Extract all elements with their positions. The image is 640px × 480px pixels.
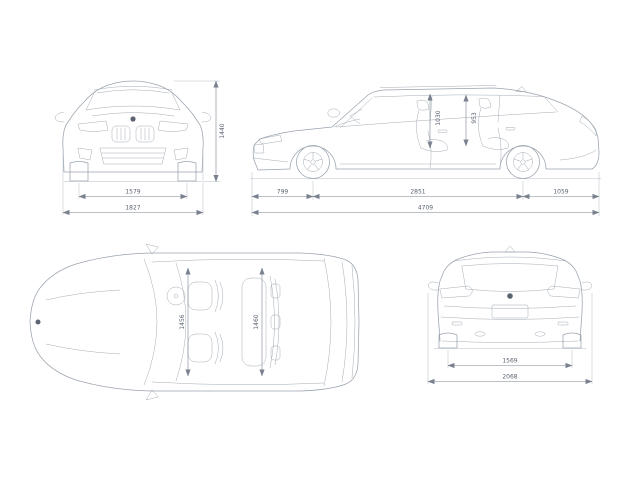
dim-wheelbase-label: 2851 — [410, 189, 425, 196]
rear-roundel-badge — [507, 293, 513, 299]
rear-taillight-right — [547, 285, 581, 299]
rear-antenna-fin — [504, 245, 516, 253]
front-dimensions: 1579 1827 1440 — [62, 80, 226, 216]
dim-overall-length-label: 4709 — [418, 205, 433, 212]
front-kidney-grille — [111, 125, 155, 143]
front-wheel-left — [69, 161, 89, 182]
rear-wheel-left — [438, 332, 458, 349]
dim-overall-width-label: 1827 — [125, 205, 140, 212]
rear-view: 1569 2068 — [427, 245, 593, 385]
rear-license-plate — [491, 304, 529, 319]
side-mirror — [327, 108, 341, 118]
rear-dimensions: 1569 2068 — [427, 293, 593, 385]
top-steering-wheel — [166, 286, 186, 306]
rear-bumper-top-line — [440, 316, 580, 320]
top-view: 1456 1460 — [29, 243, 360, 401]
dim-rear-interior-width-label: 1460 — [253, 314, 260, 329]
dim-rear-overhang-label: 1059 — [553, 189, 568, 196]
dim-width-incl-mirrors-label: 2068 — [502, 374, 517, 381]
dim-overall-height-label: 1440 — [219, 123, 226, 138]
dim-front-headroom-label: 1030 — [435, 110, 442, 125]
side-door-lines — [339, 127, 516, 169]
rear-wheel-right — [562, 332, 582, 349]
rear-tailgate-line — [443, 305, 577, 309]
front-view: 1579 1827 1440 — [54, 80, 226, 216]
front-mirror-left — [54, 111, 65, 123]
rear-reflector-left — [451, 321, 463, 326]
front-lower-intake — [77, 147, 189, 165]
dim-front-overhang-label: 799 — [277, 189, 289, 196]
front-body-outline — [62, 80, 204, 173]
top-body-outline — [29, 252, 360, 392]
side-dimensions: 1030 953 799 2851 1059 4709 — [251, 93, 600, 216]
dim-rear-track-label: 1569 — [502, 358, 517, 365]
front-hood-crease — [91, 112, 175, 117]
side-view: 1030 953 799 2851 1059 4709 — [250, 85, 601, 216]
rear-mirror-left — [427, 281, 439, 291]
side-antenna-fin — [515, 86, 527, 92]
rear-reflector-right — [557, 321, 569, 326]
front-roundel-badge — [130, 116, 136, 122]
rear-exhaust-left — [474, 331, 486, 337]
side-front-details — [252, 134, 289, 163]
top-mirror-right — [145, 389, 159, 401]
rear-taillight-left — [439, 285, 473, 299]
front-wheel-right — [177, 161, 197, 182]
dim-front-interior-width-label: 1456 — [179, 314, 186, 329]
front-headlight-left — [77, 120, 109, 132]
rear-roof-line — [453, 256, 567, 262]
top-hood-creases — [45, 289, 121, 355]
side-rear-details — [559, 115, 597, 161]
top-mirror-left — [145, 243, 159, 255]
dim-rear-headroom-label: 953 — [471, 112, 478, 124]
top-front-seats — [187, 279, 224, 365]
top-greenhouse — [143, 257, 356, 387]
rear-window — [461, 263, 559, 292]
side-wheel-rear — [506, 145, 540, 179]
front-mirror-right — [201, 111, 212, 123]
dim-track-width-label: 1579 — [125, 189, 140, 196]
top-roundel-badge — [35, 319, 41, 325]
front-greenhouse — [85, 86, 181, 111]
rear-bumper-bottom — [441, 340, 579, 343]
side-body-outline — [252, 87, 600, 171]
front-headlight-right — [157, 120, 189, 132]
side-wheel-front — [296, 145, 330, 179]
rear-mirror-right — [581, 281, 593, 291]
rear-exhaust-right — [534, 331, 546, 337]
side-glasshouse — [335, 94, 559, 129]
top-dimensions: 1456 1460 — [179, 267, 265, 377]
side-interior — [333, 97, 509, 152]
top-rear-bench — [241, 275, 281, 369]
side-roof-rail — [379, 85, 497, 88]
